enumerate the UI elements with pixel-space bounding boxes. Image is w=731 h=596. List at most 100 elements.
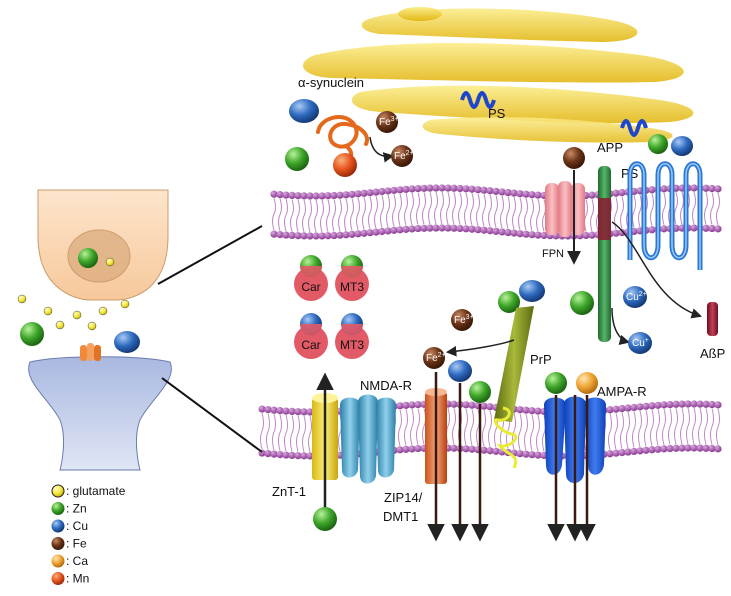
mt3-cu-complex: MT3 [335,313,369,359]
fe3-ion-syn [376,111,398,133]
svg-text:Fe3+: Fe3+ [379,116,399,128]
prp-label: PrP [530,352,552,367]
released-glutamate [17,294,130,331]
fe2-zip-label: Fe [426,353,438,364]
upper-membrane [270,184,722,240]
svg-text:Cu+: Cu+ [632,337,649,349]
app-label: APP [597,140,623,155]
zn-ion-prp [498,291,520,313]
app-protein [598,166,611,342]
svg-text:Fe3+: Fe3+ [454,314,474,326]
cu-ion-app [671,136,693,156]
car-cu-complex: Car [294,313,328,359]
legend-item: : Zn [51,502,87,516]
prp-reduction-arrow [445,339,515,357]
zip14-label: ZIP14/ [384,490,423,505]
zn-ion-ampa [545,372,567,394]
presynaptic-terminal [37,189,169,301]
mn-ion-syn [333,153,357,177]
fe3-prp-charge: 3+ [466,314,474,321]
svg-text:Fe2+: Fe2+ [394,150,414,162]
zn-vesicle-ion [78,248,98,268]
fe2-zip-charge: 2+ [438,352,446,359]
fe-ion-icon [51,537,65,550]
legend-item: : Mn [51,572,89,586]
cu-ion-zip [448,360,472,382]
legend-label: : Ca [66,554,88,568]
legend-label: : glutamate [66,484,126,498]
legend-item: : glutamate [51,484,126,498]
prion-protein [494,306,534,422]
fe3-ion-prp [451,309,473,331]
cu2-charge: 2+ [639,291,647,298]
presenilin-golgi [460,91,648,137]
fe3-charge: 3+ [391,116,399,123]
cu-reduction-arrow [611,307,631,346]
nmda-label: NMDA-R [360,378,412,393]
presenilin-membrane [627,161,703,270]
fe-reduction-arrow [369,136,395,163]
legend: : glutamate : Zn : Cu : Fe : Ca : Mn [51,484,126,586]
golgi-apparatus [303,7,694,143]
ca-ion-ampa [576,372,598,394]
cu1-ion [628,332,652,354]
cu-ion-icon [51,519,65,533]
legend-item: : Fe [51,537,87,551]
zn-ion-app-cyto [570,291,594,315]
legend-label: : Zn [66,502,87,516]
fe-ion-fpn [563,147,585,169]
fe2-ion-syn [391,145,413,167]
app-cleavage-arrow [611,221,702,319]
cu-cleft-ion [114,331,140,353]
glutamate-dot-icon [51,484,65,498]
ferroportin-fpn [545,181,585,237]
cleft-receptor [80,343,101,361]
alpha-synuclein-label: α-synuclein [298,75,364,90]
legend-item: : Ca [51,554,88,568]
zn-ion-syn [285,147,309,171]
legend-label: : Cu [66,519,88,533]
cu1-charge: + [645,337,649,344]
postsynaptic-terminal [28,356,172,471]
fpn-label: FPN [542,248,564,260]
abp-label: AßP [700,346,725,361]
zoom-line-lower [161,377,263,453]
legend-label: : Mn [66,572,89,586]
nmda-receptor [340,394,396,484]
glutamate-vesicle [105,257,115,267]
fe3-label: Fe [379,117,391,128]
dmt1-label: DMT1 [383,509,418,524]
cu-ion-syn [289,99,319,123]
cu2-ion [623,286,647,308]
ampa-label: AMPA-R [597,384,647,399]
cu2-label: Cu [626,292,639,303]
car-zn-complex: Car [294,255,328,301]
mt3-zn-complex: MT3 [335,255,369,301]
zoom-line-upper [157,225,263,285]
ps-top-label: PS [488,106,506,121]
ca-ion-icon [51,554,65,568]
prp-gpi-anchor [493,406,518,469]
legend-item: : Cu [51,519,88,533]
fe2-ion-zip [423,347,445,369]
znt1-label: ZnT-1 [272,484,306,499]
car-cu-complex-label: Car [301,338,320,352]
svg-text:Cu2+: Cu2+ [626,291,647,303]
zn-ion-icon [51,502,65,515]
zn-cleft-ion [20,322,44,346]
zn-ion-znt1 [313,507,337,531]
mt3-cu-complex-label: MT3 [340,338,364,352]
legend-label: : Fe [66,537,87,551]
mt3-zn-complex-label: MT3 [340,280,364,294]
car-zn-complex-label: Car [301,280,320,294]
fe2-charge: 2+ [406,150,414,157]
zn-ion-app [648,134,668,154]
fe3-prp-label: Fe [454,315,466,326]
zn-ion-zip [469,381,491,403]
cu1-label: Cu [632,338,645,349]
svg-text:Fe2+: Fe2+ [426,352,446,364]
cu-ion-prp [519,280,545,302]
abeta-peptide [707,302,718,336]
